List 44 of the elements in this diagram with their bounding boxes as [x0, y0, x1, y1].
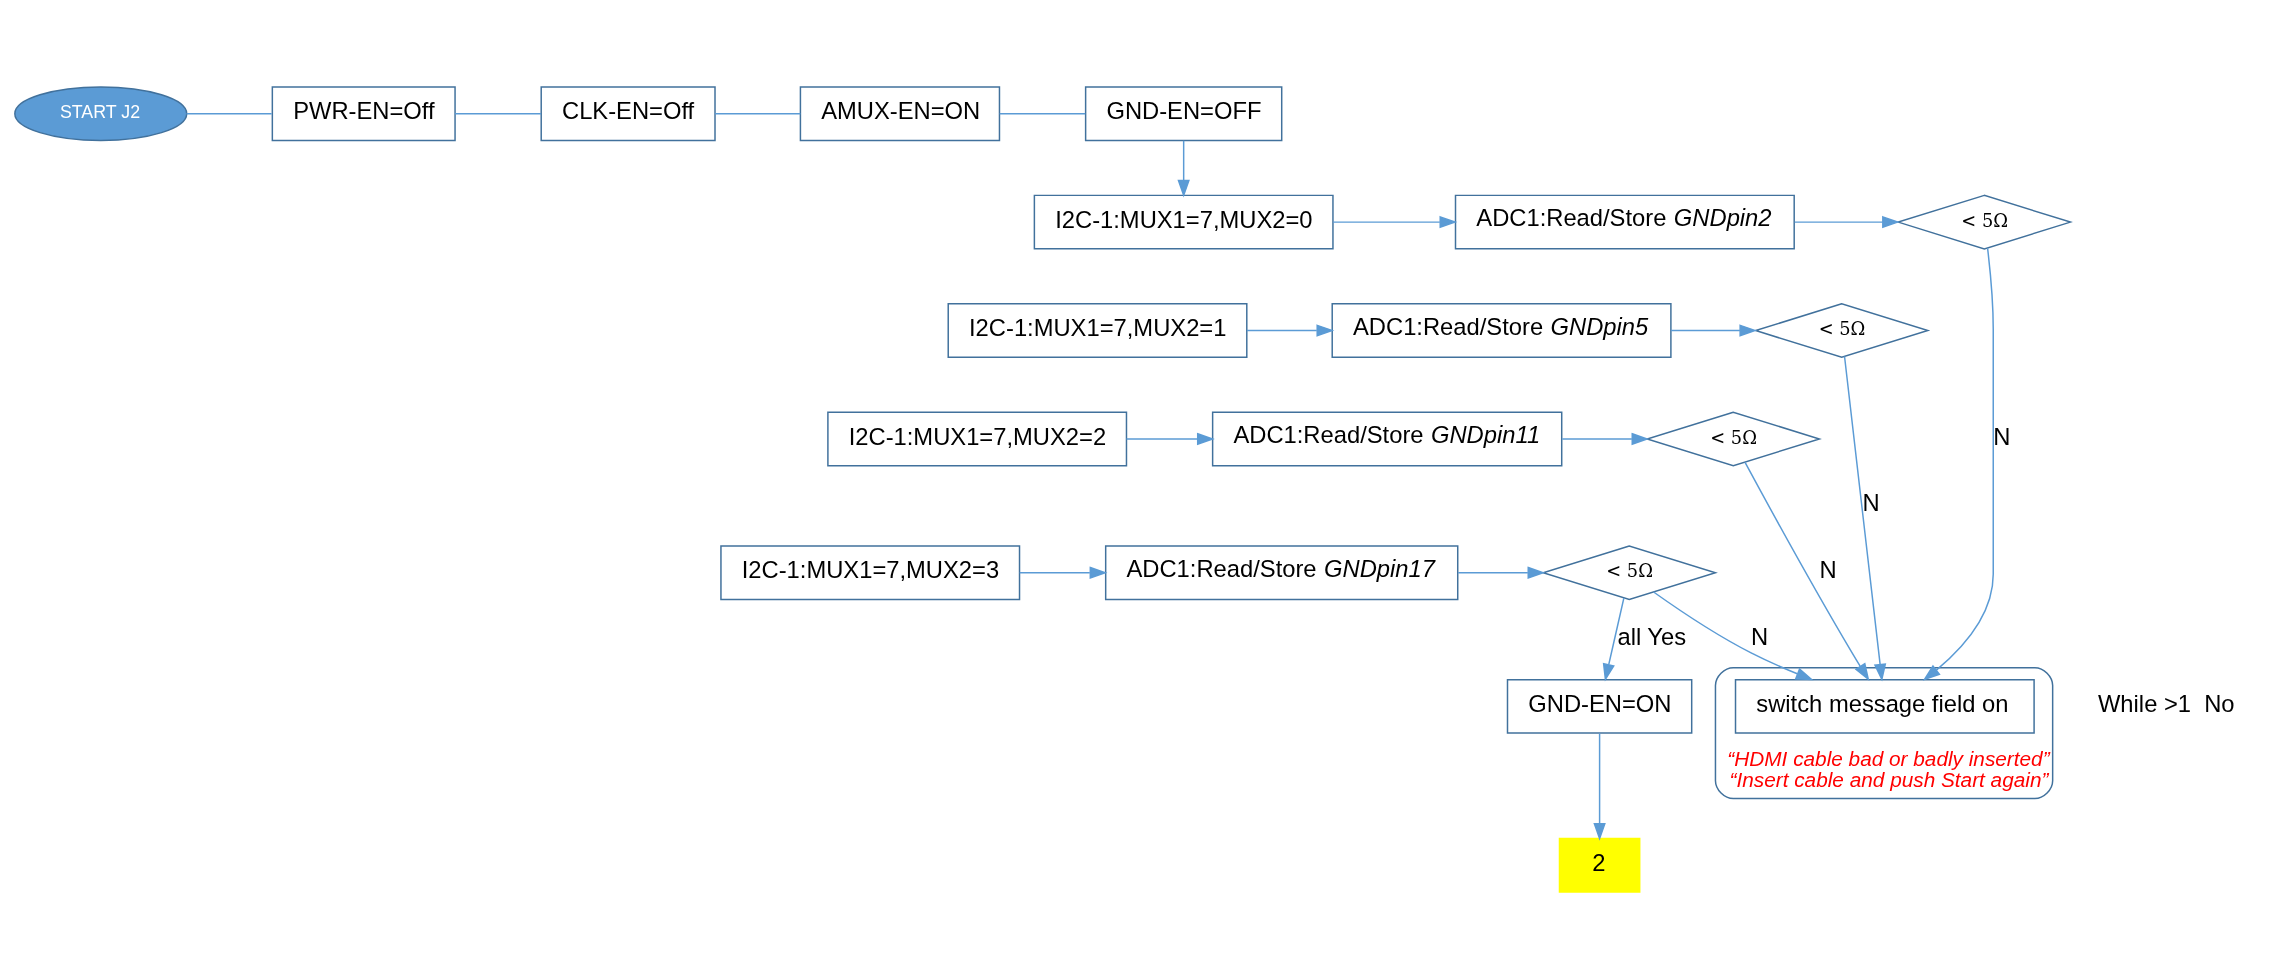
- arrow: [1602, 596, 1625, 681]
- edge-label: N: [1819, 555, 1837, 583]
- node-box: switch message field on: [1734, 678, 2035, 734]
- edge-label: N: [1862, 488, 1880, 516]
- node-box: CLK-EN=Off: [540, 85, 716, 141]
- arrow: [1125, 432, 1215, 445]
- edge-label: N: [1993, 422, 2011, 450]
- connector: [714, 112, 802, 114]
- node-box: I2C-1:MUX1=7,MUX2=1: [947, 302, 1248, 358]
- node-box: GND-EN=OFF: [1084, 85, 1283, 141]
- arrow: [1561, 432, 1650, 445]
- node-box: I2C-1:MUX1=7,MUX2=0: [1033, 194, 1334, 250]
- connector: [454, 112, 542, 114]
- arrow: [1177, 139, 1190, 198]
- arrow: [1593, 732, 1606, 841]
- connector: [185, 112, 273, 114]
- node-box: PWR-EN=Off: [271, 85, 456, 141]
- arrow: [1843, 355, 1887, 682]
- node-box: I2C-1:MUX1=7,MUX2=3: [720, 544, 1021, 600]
- node-diamond: < 5Ω: [1895, 194, 2073, 250]
- edge-label: N: [1751, 622, 1769, 650]
- edge-label: all Yes: [1617, 622, 1687, 650]
- arrow: [1652, 590, 1814, 680]
- node-box: 2: [1558, 837, 1641, 893]
- arrow: [1744, 461, 1870, 681]
- node-box: ADC1:Read/Store GNDpin2: [1454, 194, 1795, 250]
- node-box: ADC1:Read/Store GNDpin17: [1104, 544, 1459, 600]
- label: While >1 No: [2097, 689, 2235, 717]
- node-diamond: < 5Ω: [1753, 302, 1931, 358]
- arrow: [1670, 323, 1758, 337]
- arrow: [1922, 247, 1994, 681]
- arrow: [1332, 215, 1458, 228]
- node-box: ADC1:Read/Store GNDpin11: [1211, 411, 1563, 466]
- arrow: [1246, 323, 1335, 337]
- node-box: I2C-1:MUX1=7,MUX2=2: [827, 411, 1128, 466]
- node-box: GND-EN=ON: [1506, 678, 1693, 734]
- node-ellipse: START J2: [14, 85, 188, 141]
- arrow: [1457, 565, 1546, 579]
- node-diamond: < 5Ω: [1540, 544, 1718, 600]
- node-box: AMUX-EN=ON: [799, 85, 1001, 141]
- connector: [998, 112, 1086, 114]
- arrow: [1018, 565, 1108, 579]
- node-box: ADC1:Read/Store GNDpin5: [1331, 302, 1672, 358]
- arrow: [1794, 215, 1900, 228]
